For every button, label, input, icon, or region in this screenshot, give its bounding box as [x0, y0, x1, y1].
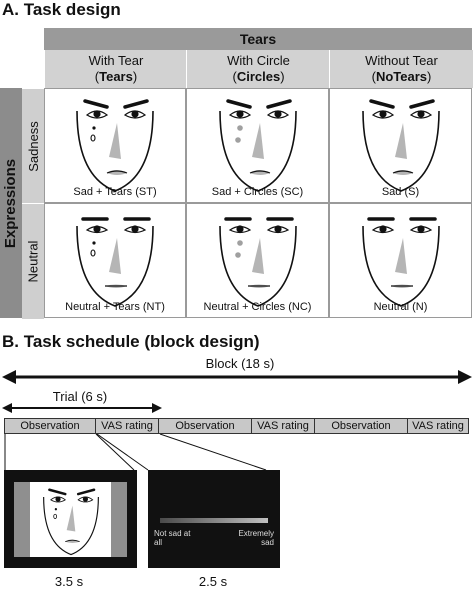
segment-observation: Observation [314, 418, 408, 434]
cell-neutral: Neutral (N) [329, 203, 472, 318]
cell-sad: Sad (S) [329, 88, 472, 203]
segment-vas-rating: VAS rating [407, 418, 469, 434]
segment-observation: Observation [4, 418, 96, 434]
stimulus-face-image [43, 488, 99, 556]
cell-sad-circles: Sad + Circles (SC) [186, 88, 329, 203]
cell-label: Sad + Circles (SC) [211, 186, 304, 198]
segment-observation: Observation [158, 418, 252, 434]
vas-duration: 2.5 s [198, 574, 228, 589]
column-short: (Circles) [232, 69, 285, 84]
cell-label: Neutral + Tears (NT) [65, 301, 165, 313]
task-schedule-title: B. Task schedule (block design) [2, 332, 260, 351]
column-header-circles: With Circle (Circles) [186, 50, 330, 88]
cell-label: Sad (S) [381, 186, 420, 198]
task-design-title: A. Task design [2, 0, 121, 19]
column-header-notears: Without Tear (NoTears) [329, 50, 473, 88]
observation-screen [4, 470, 137, 568]
column-header-tears: With Tear (Tears) [44, 50, 187, 88]
column-label: Without Tear [365, 53, 438, 68]
trial-arrow [2, 403, 162, 413]
block-arrow [2, 370, 472, 384]
cell-label: Sad + Tears (ST) [73, 186, 157, 198]
vas-left-anchor: Not sad at all [154, 529, 191, 547]
sad-face-with-circles-image [218, 99, 297, 192]
stimulus-area [30, 482, 111, 557]
segment-vas-rating: VAS rating [251, 418, 315, 434]
neutral-face-image [361, 217, 440, 307]
tears-header: Tears [44, 28, 472, 50]
column-short: (Tears) [94, 69, 138, 84]
sad-face-image [361, 99, 440, 192]
column-label: With Circle [227, 53, 290, 68]
cell-neutral-tears: Neutral + Tears (NT) [44, 203, 186, 318]
cell-neutral-circles: Neutral + Circles (NC) [186, 203, 329, 318]
cell-label: Neutral (N) [373, 301, 428, 313]
expressions-bar: Expressions [0, 88, 22, 318]
sad-face-with-tear-image [76, 99, 154, 192]
vas-right-anchor: Extremely sad [238, 529, 274, 547]
cell-label: Neutral + Circles (NC) [203, 301, 312, 313]
row-label-neutral: Neutral [22, 203, 44, 319]
observation-duration: 3.5 s [54, 574, 84, 589]
row-label-sadness: Sadness [22, 88, 44, 204]
expressions-label: Expressions [2, 158, 20, 248]
vas-rating-screen: Not sad at all Extremely sad [148, 470, 280, 568]
segment-vas-rating: VAS rating [95, 418, 159, 434]
column-label: With Tear [88, 53, 144, 68]
column-short: (NoTears) [371, 69, 432, 84]
vas-slider-bar [160, 518, 268, 523]
cell-sad-tears: Sad + Tears (ST) [44, 88, 186, 203]
block-label: Block (18 s) [205, 356, 275, 371]
trial-label: Trial (6 s) [52, 389, 108, 404]
neutral-face-with-circles-image [218, 217, 297, 307]
zoom-connectors [4, 434, 267, 471]
neutral-face-with-tear-image [76, 217, 154, 307]
block-timeline: Observation VAS rating Observation VAS r… [4, 418, 470, 434]
